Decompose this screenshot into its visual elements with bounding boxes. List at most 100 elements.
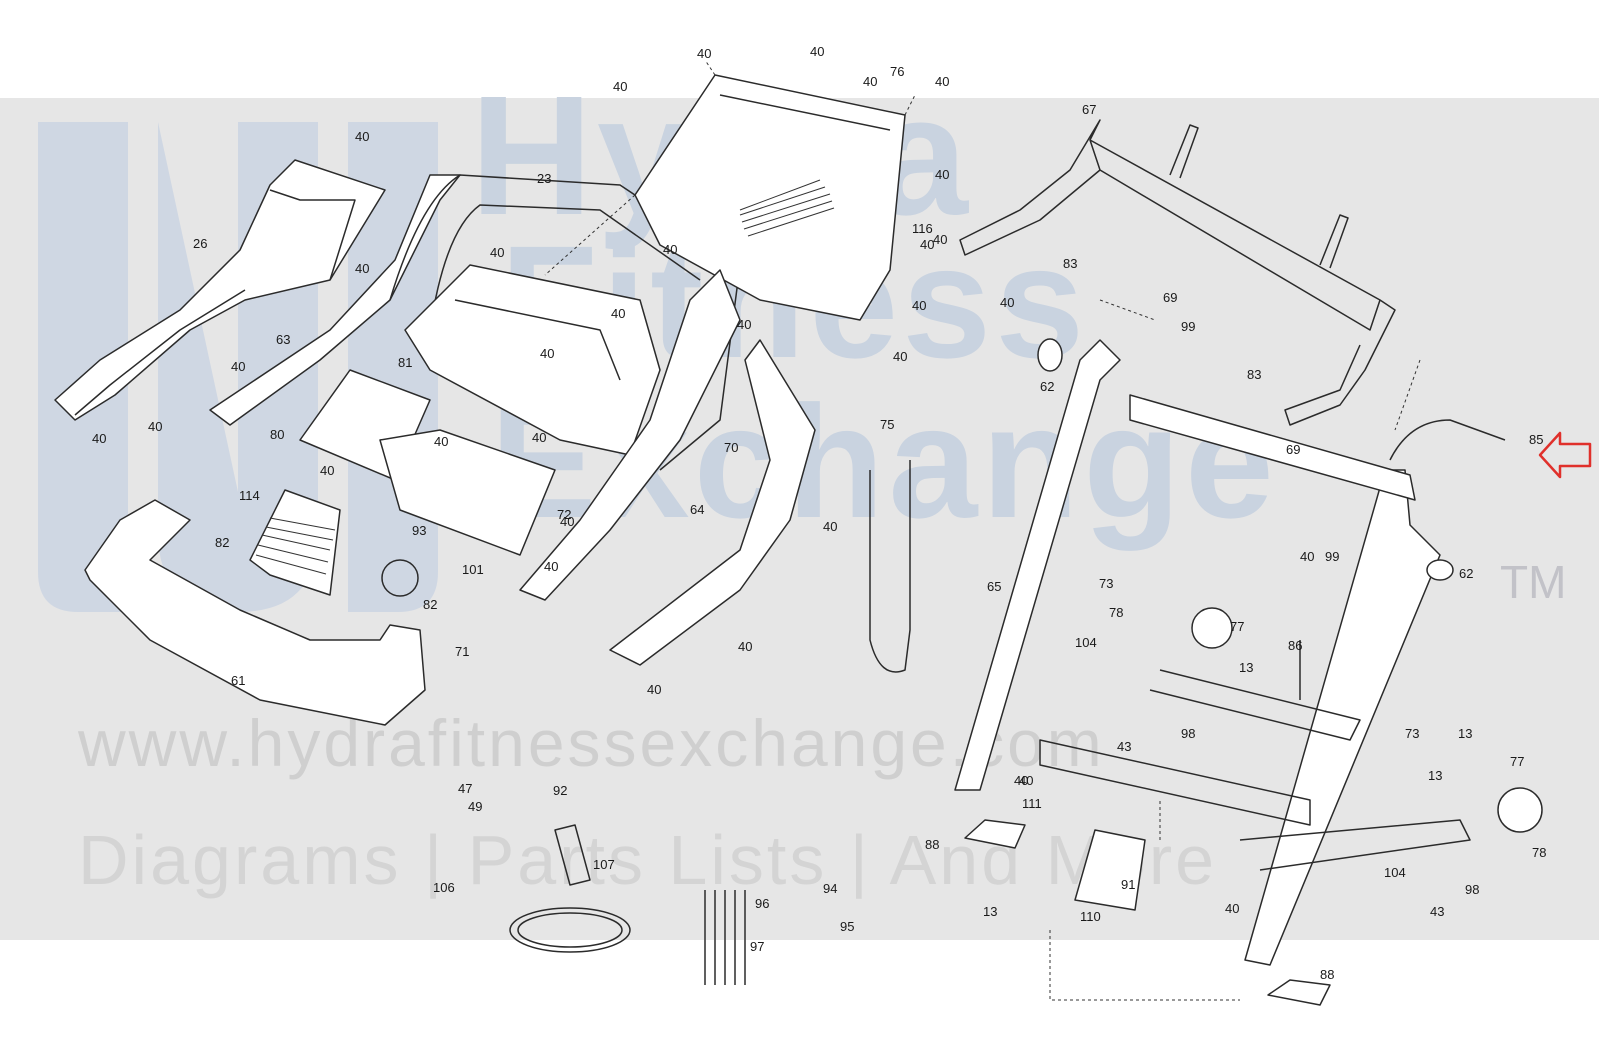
callout-label: 83	[1247, 367, 1262, 382]
callout-label: 91	[1121, 877, 1136, 892]
callout-label: 97	[750, 939, 765, 954]
callout-label: 81	[398, 355, 413, 370]
part-frame-upright-right	[1244, 469, 1441, 966]
website-watermark: www.hydrafitnessexchange.com	[78, 706, 1105, 780]
callout-label: 40	[647, 682, 662, 697]
callout-label: 40	[663, 242, 678, 257]
callout-label: 107	[593, 857, 615, 872]
callout-label: 85	[1529, 432, 1544, 447]
callout-label: 77	[1510, 754, 1525, 769]
callout-label: 114	[239, 488, 260, 503]
callout-label: 80	[270, 427, 285, 442]
callout-label: 98	[1465, 882, 1480, 897]
callout-label: 77	[1230, 619, 1245, 634]
callout-label: 40	[231, 359, 246, 374]
part-65-frame-upright	[954, 339, 1121, 791]
callout-label: 40	[540, 346, 555, 361]
callout-label: 101	[462, 562, 484, 577]
callout-label: 62	[1459, 566, 1474, 581]
callout-label: 40	[355, 129, 370, 144]
callout-label: 40	[697, 46, 712, 61]
part-base-frame	[1039, 739, 1311, 826]
callout-label: 40	[1000, 295, 1015, 310]
callout-label: 49	[468, 799, 483, 814]
callout-label: 40	[863, 74, 878, 89]
callout-label: 94	[823, 881, 838, 896]
callout-label: 116	[912, 221, 933, 236]
callout-label: 71	[455, 644, 470, 659]
callout-label: 40	[148, 419, 163, 434]
callout-label: 95	[840, 919, 855, 934]
part-62-roller-top	[1037, 338, 1063, 372]
callout-label: 40	[560, 514, 575, 529]
callout-label: 104	[1075, 635, 1097, 650]
part-72-board	[379, 429, 556, 556]
callout-label: 82	[423, 597, 438, 612]
callout-label: 104	[1384, 865, 1406, 880]
callout-label: 111	[1022, 796, 1042, 811]
callout-label: 82	[215, 535, 230, 550]
callout-label: 73	[1405, 726, 1420, 741]
callout-label: 93	[412, 523, 427, 538]
callout-label: 83	[1063, 256, 1078, 271]
callout-label: 110	[1080, 909, 1101, 924]
callout-label: 40	[912, 298, 927, 313]
callout-label: 69	[1286, 442, 1301, 457]
callout-label: 23	[537, 171, 552, 186]
part-61-base-shroud	[84, 499, 426, 726]
part-70-side-cover	[609, 339, 816, 666]
callout-label: 73	[1099, 576, 1114, 591]
callout-label: 40	[490, 245, 505, 260]
callout-label: 40	[1019, 773, 1034, 788]
part-92-strap	[554, 824, 591, 886]
part-107-cable-coil	[509, 907, 631, 953]
callout-label: 40	[893, 349, 908, 364]
vent-grill	[739, 179, 835, 237]
callout-label: 99	[1325, 549, 1340, 564]
callout-label: 72	[557, 507, 572, 522]
callout-label: 61	[231, 673, 246, 688]
callout-label: 13	[1428, 768, 1443, 783]
part-crossbar	[1129, 394, 1416, 501]
callout-label: 40	[434, 434, 449, 449]
part-88-foot-left	[964, 819, 1026, 849]
callout-label: 40	[810, 44, 825, 59]
part-64-right-arm	[519, 269, 741, 601]
callout-label: 40	[320, 463, 335, 478]
part-67-upper-frame	[1089, 139, 1381, 331]
callout-label: 63	[276, 332, 291, 347]
callout-label: 40	[935, 167, 950, 182]
part-81-console-body	[404, 264, 661, 456]
part-62-roller-side	[1426, 559, 1454, 581]
part-116-rear-cover	[634, 74, 906, 321]
tagline-watermark: Diagrams | Parts Lists | And More	[78, 821, 1218, 899]
callout-label: 78	[1109, 605, 1124, 620]
callout-label: 40	[823, 519, 838, 534]
callout-label: 13	[983, 904, 998, 919]
callout-label: 26	[193, 236, 208, 251]
callout-label: 67	[1082, 102, 1097, 117]
callout-label: 13	[1239, 660, 1254, 675]
callout-label: 40	[92, 431, 107, 446]
callout-label: 13	[1458, 726, 1473, 741]
part-75-wire	[869, 460, 911, 673]
part-82-fan	[381, 559, 419, 597]
callout-label: 40	[738, 639, 753, 654]
callout-label: 43	[1117, 739, 1132, 754]
callout-label: 40	[532, 430, 547, 445]
callout-label: 98	[1181, 726, 1196, 741]
callout-label: 40	[1225, 901, 1240, 916]
callout-label: 88	[925, 837, 940, 852]
callout-label: 40	[1300, 549, 1315, 564]
fan-grill-slots	[255, 517, 336, 575]
callout-label: 40	[613, 79, 628, 94]
callout-label: 40	[544, 559, 559, 574]
callout-label: 40	[935, 74, 950, 89]
callout-label: 62	[1040, 379, 1055, 394]
callout-label: 92	[553, 783, 568, 798]
callout-label: 86	[1288, 638, 1303, 653]
part-23-console-frame	[389, 174, 741, 471]
callout-label: 70	[724, 440, 739, 455]
